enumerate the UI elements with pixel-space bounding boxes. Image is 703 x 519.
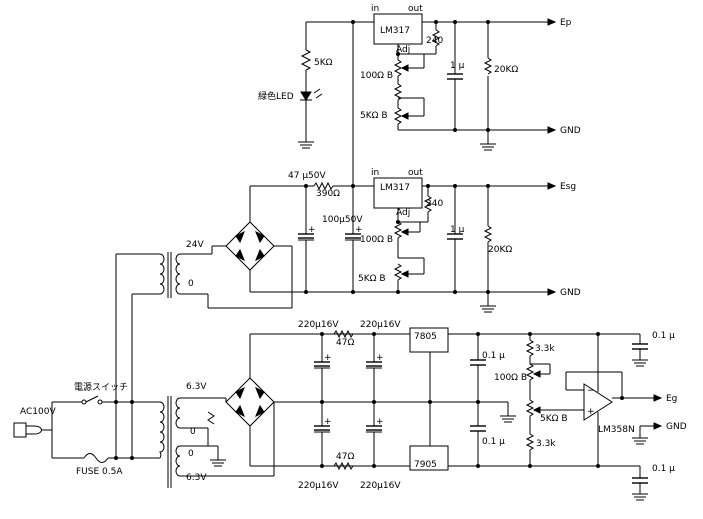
c01a-label: 0.1 μ (482, 351, 505, 361)
ep-label: Ep (560, 18, 572, 28)
r33a-label: 3.3k (535, 344, 555, 354)
ep-regulator-section: LM317 in out Adj Ep 5KΩ 緑色LED 240 (258, 4, 581, 186)
in-mid-label: in (371, 168, 379, 178)
c100u-label: 100μ50V (322, 215, 363, 225)
svg-text:+: + (308, 225, 316, 235)
t63a-label: 6.3V (186, 382, 207, 392)
lm358n-opamp (583, 383, 613, 421)
c220b-label: 220μ16V (360, 320, 401, 330)
lm317-top-label: LM317 (380, 26, 410, 36)
adj-top-label: Adj (396, 45, 410, 55)
r20k-top-label: 20KΩ (494, 65, 518, 75)
r47a-label: 47Ω (336, 338, 354, 348)
r-5k-led-label: 5KΩ (314, 58, 333, 68)
dual-supply-section: + + 220μ16V 220μ16V 47Ω + + 220μ16V 220μ… (225, 320, 687, 501)
u7805-box (409, 327, 449, 353)
svg-text:−: − (587, 386, 595, 396)
u7905-label: 7905 (414, 460, 437, 470)
c01d-label: 0.1 μ (652, 464, 675, 474)
c01c-label: 0.1 μ (652, 331, 675, 341)
u7905-box (409, 445, 449, 471)
svg-text:+: + (376, 417, 384, 427)
r5kb-top-label: 5KΩ B (360, 111, 388, 121)
c1u-mid-label: 1 μ (450, 225, 465, 235)
svg-text:+: + (324, 353, 332, 363)
c47u-label: 47 μ50V (288, 171, 326, 181)
r5kb-mid-label: 5KΩ B (358, 274, 386, 284)
out-mid-label: out (408, 168, 423, 178)
eg-label: Eg (666, 394, 677, 404)
t24v-label: 24V (186, 240, 204, 250)
esg-label: Esg (560, 182, 576, 192)
t0a-label: 0 (190, 427, 196, 437)
r100b-top-label: 100Ω B (360, 71, 393, 81)
r240-mid-label: 240 (426, 199, 443, 209)
power-input: AC100V 電源スイッチ FUSE 0.5A (13, 382, 160, 477)
c220d-label: 220μ16V (360, 481, 401, 491)
c01b-label: 0.1 μ (482, 437, 505, 447)
svg-text:+: + (324, 417, 332, 427)
r100bb-label: 100Ω B (494, 373, 527, 383)
c1u-top-label: 1 μ (450, 61, 465, 71)
r100b-mid-label: 100Ω B (360, 235, 393, 245)
r20k-mid-label: 20KΩ (488, 245, 512, 255)
c220a-label: 220μ16V (298, 320, 339, 330)
gnd-right-label: GND (666, 422, 687, 432)
fuse-label: FUSE 0.5A (76, 467, 123, 477)
t0-top-label: 0 (188, 279, 194, 289)
svg-text:+: + (587, 407, 595, 417)
out-top-label: out (408, 4, 423, 14)
bridge-rectifier-24v (211, 186, 293, 292)
svg-text:+: + (376, 353, 384, 363)
r33b-label: 3.3k (536, 439, 556, 449)
adj-mid-label: Adj (396, 208, 410, 218)
lm317-mid-box (373, 177, 423, 209)
led-label: 緑色LED (258, 90, 294, 102)
u7805-label: 7805 (414, 332, 437, 342)
lm317-mid-label: LM317 (380, 183, 410, 193)
svg-text:+: + (355, 225, 363, 235)
esg-regulator-section: 47 μ50V 390Ω LM317 in out Adj Esg + + 10… (211, 168, 581, 313)
gnd-top-label: GND (560, 126, 581, 136)
c220c-label: 220μ16V (298, 481, 339, 491)
sw-label: 電源スイッチ (74, 382, 128, 393)
r47b-label: 47Ω (336, 452, 354, 462)
opamp-label: LM358N (598, 425, 635, 435)
t63b-label: 6.3V (186, 473, 207, 483)
t0b-label: 0 (188, 449, 194, 459)
r5kbb-label: 5KΩ B (540, 414, 568, 424)
transformer-24v: 24V 0 (115, 240, 293, 402)
gnd-mid-label: GND (560, 288, 581, 298)
r240-top-label: 240 (426, 36, 443, 46)
ac-label: AC100V (20, 407, 56, 417)
r390-label: 390Ω (316, 189, 340, 199)
transformer-6v3: 6.3V 0 0 6.3V (159, 382, 274, 488)
in-top-label: in (371, 4, 379, 14)
